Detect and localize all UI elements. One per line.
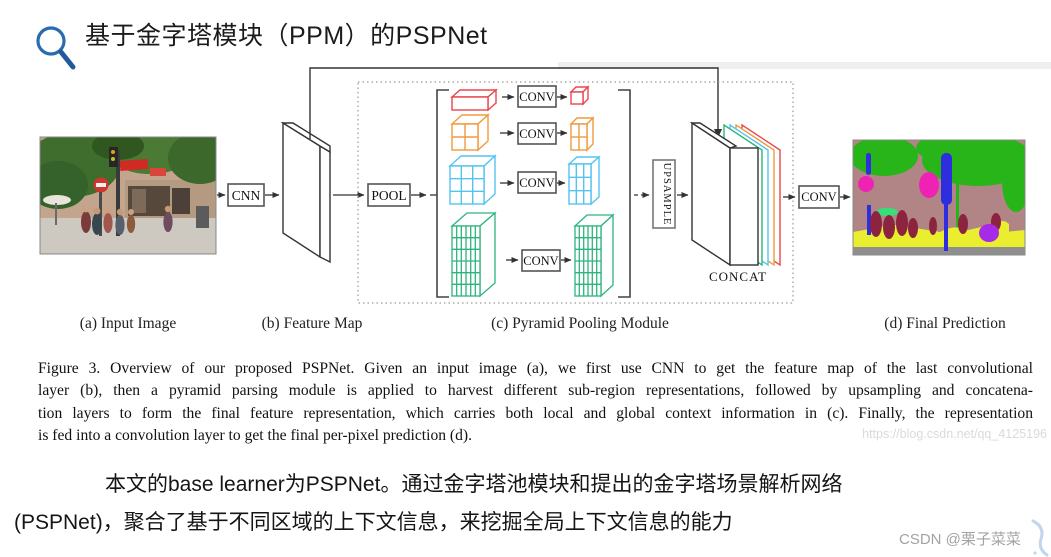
- stamp-decoration-icon: [1031, 519, 1049, 557]
- svg-text:CONV: CONV: [519, 176, 554, 190]
- upsample-box: UPSAMPLE: [652, 159, 676, 229]
- svg-text:POOL: POOL: [371, 188, 406, 203]
- caption-line: is fed into a convolution layer to get t…: [38, 427, 473, 445]
- panel-label-b: (b) Feature Map: [261, 315, 363, 332]
- svg-text:CONV: CONV: [519, 127, 554, 141]
- pyramid-row-4: CONV: [450, 211, 615, 298]
- final-conv-box: CONV: [798, 185, 840, 209]
- pool-box: POOL: [367, 183, 411, 207]
- figure-caption: Figure 3. Overview of our proposed PSPNe…: [38, 358, 1033, 448]
- csdn-watermark: CSDN @栗子菜菜: [899, 531, 1021, 548]
- panel-label-c: (c) Pyramid Pooling Module: [491, 315, 669, 332]
- magnifier-icon: [36, 26, 76, 70]
- skip-connection-arrow: [309, 67, 722, 139]
- page-title: 基于金字塔模块（PPM）的PSPNet: [85, 22, 488, 50]
- body-text-line2: (PSPNet)，聚合了基于不同区域的上下文信息，来挖掘全局上下文信息的能力: [14, 511, 733, 534]
- caption-line: layer (b), then a pyramid parsing module…: [38, 382, 1033, 400]
- pyramid-row-2: CONV: [450, 113, 595, 152]
- right-bracket: [618, 89, 631, 298]
- pedestrians: [81, 205, 173, 235]
- body-text-line1: 本文的base learner为PSPNet。通过金字塔池模块和提出的金字塔场景…: [105, 473, 843, 496]
- panel-label-d: (d) Final Prediction: [884, 315, 1006, 332]
- concat-block: CONCAT: [689, 121, 781, 284]
- feature-map-block: [280, 121, 331, 264]
- svg-text:UPSAMPLE: UPSAMPLE: [661, 163, 672, 226]
- cnn-box: CNN: [227, 183, 265, 207]
- input-image-photo: [40, 137, 216, 254]
- svg-text:CONV: CONV: [519, 90, 554, 104]
- url-watermark: https://blog.csdn.net/qq_4125196: [862, 427, 1047, 441]
- ppm-dashed-box: [357, 81, 794, 304]
- screenshot-edge-strip: [558, 62, 1051, 69]
- caption-line: tion layers to form the final feature re…: [38, 404, 1033, 422]
- left-bracket: [436, 89, 449, 298]
- prediction-image: [853, 140, 1025, 255]
- caption-line: Figure 3. Overview of our proposed PSPNe…: [38, 360, 1033, 377]
- pspnet-figure: CNN POOL: [39, 67, 1026, 304]
- svg-text:CONV: CONV: [523, 254, 558, 268]
- svg-text:CONV: CONV: [801, 190, 836, 204]
- pyramid-row-3: CONV: [448, 154, 601, 206]
- svg-text:CONCAT: CONCAT: [709, 269, 767, 284]
- panel-label-a: (a) Input Image: [79, 315, 177, 332]
- pyramid-row-1: CONV: [450, 85, 590, 112]
- svg-text:CNN: CNN: [232, 188, 261, 203]
